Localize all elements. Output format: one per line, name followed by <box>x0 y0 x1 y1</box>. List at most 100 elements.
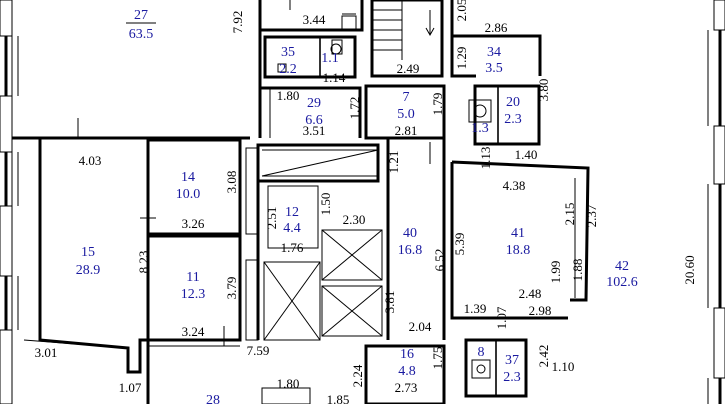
dim-2-48: 2.48 <box>519 286 542 301</box>
room-labels: 27 63.5 35 2.2 1.1 29 6.6 7 5.0 34 3.5 2… <box>76 8 638 404</box>
room-number: 12 <box>285 205 299 220</box>
room-area: 3.5 <box>485 61 503 76</box>
dim-3-01: 3.01 <box>35 345 58 360</box>
dim-1-50: 1.50 <box>318 193 333 216</box>
room-number: 42 <box>615 259 629 274</box>
room-area: 16.8 <box>398 243 423 258</box>
dim-3-81: 3.81 <box>382 291 397 314</box>
room-27: 27 63.5 <box>126 8 156 42</box>
room-area: 28.9 <box>76 263 101 278</box>
room-area: 63.5 <box>129 27 154 42</box>
room-28: 28 <box>206 393 220 404</box>
room-41: 41 18.8 <box>506 226 531 258</box>
dim-7-59: 7.59 <box>247 343 270 358</box>
dim-2-05: 2.05 <box>454 0 469 21</box>
room-number: 20 <box>506 95 520 110</box>
room-number: 41 <box>511 226 525 241</box>
room-number: 14 <box>181 170 195 185</box>
dim-3-26: 3.26 <box>182 216 205 231</box>
room-14: 14 10.0 <box>176 170 201 202</box>
dim-3-80: 3.80 <box>536 79 551 102</box>
dim-3-08: 3.08 <box>224 171 239 194</box>
room-area: 1.1 <box>321 51 339 66</box>
room-area: 18.8 <box>506 243 531 258</box>
dim-1-79: 1.79 <box>430 93 445 116</box>
dim-1-99: 1.99 <box>548 261 563 284</box>
room-35: 35 2.2 <box>279 45 297 77</box>
dim-1-88: 1.88 <box>570 259 585 282</box>
dim-20-60: 20.60 <box>682 255 697 284</box>
dim-1-85: 1.85 <box>327 392 350 404</box>
room-area: 1.3 <box>471 121 489 136</box>
dim-1-72: 1.72 <box>347 97 362 120</box>
room-area: 5.0 <box>397 107 415 122</box>
room-15: 15 28.9 <box>76 245 101 278</box>
dim-1-40: 1.40 <box>515 147 538 162</box>
room-21: 1.3 <box>471 121 489 136</box>
room-area: 102.6 <box>606 275 638 290</box>
dim-1-76: 1.76 <box>281 240 304 255</box>
room-area: 6.6 <box>305 113 323 128</box>
dim-3-51: 3.51 <box>303 123 326 138</box>
dim-4-38: 4.38 <box>503 178 526 193</box>
room-number: 40 <box>403 226 417 241</box>
dim-4-03: 4.03 <box>79 153 102 168</box>
room-area: 2.3 <box>504 112 522 127</box>
dim-1-29: 1.29 <box>454 47 469 70</box>
dim-1-07-left: 1.07 <box>119 380 142 395</box>
room-area: 4.4 <box>283 221 301 236</box>
dim-2-98: 2.98 <box>529 303 552 318</box>
room-number: 29 <box>307 96 321 111</box>
dim-1-10: 1.10 <box>552 359 575 374</box>
dim-1-39: 1.39 <box>464 301 487 316</box>
room-number: 7 <box>403 90 410 105</box>
room-12: 12 4.4 <box>283 205 301 236</box>
dim-1-07-right: 1.07 <box>494 306 509 329</box>
dim-1-75: 1.75 <box>430 347 445 370</box>
dim-2-37: 2.37 <box>584 204 599 227</box>
dim-2-04: 2.04 <box>409 319 432 334</box>
room-40: 40 16.8 <box>398 226 423 258</box>
room-number: 27 <box>134 8 148 23</box>
dim-1-14: 1.14 <box>323 70 346 85</box>
dim-2-51: 2.51 <box>264 207 279 230</box>
dim-2-73: 2.73 <box>395 380 418 395</box>
room-number: 35 <box>281 45 295 60</box>
room-area: 2.2 <box>279 62 297 77</box>
dim-3-24: 3.24 <box>182 324 205 339</box>
dimension-labels: 7.92 3.44 2.05 2.86 1.29 1.14 1.80 1.72 … <box>35 0 697 404</box>
dim-6-52: 6.52 <box>432 249 447 272</box>
dim-8-23: 8.23 <box>136 251 151 274</box>
room-11: 11 12.3 <box>181 270 206 302</box>
dim-2-81: 2.81 <box>395 123 418 138</box>
dim-2-86: 2.86 <box>485 20 508 35</box>
room-29: 29 6.6 <box>305 96 323 128</box>
room-area: 10.0 <box>176 187 201 202</box>
room-16: 16 4.8 <box>398 347 416 379</box>
room-number: 28 <box>206 393 220 404</box>
dim-3-79: 3.79 <box>224 277 239 300</box>
room-42: 42 102.6 <box>606 259 638 290</box>
room-area: 2.3 <box>503 370 521 385</box>
dim-2-24: 2.24 <box>350 364 365 387</box>
dim-2-30: 2.30 <box>343 212 366 227</box>
room-8: 8 <box>478 345 485 360</box>
dim-7-92: 7.92 <box>230 11 245 34</box>
dim-5-39: 5.39 <box>452 233 467 256</box>
room-area: 4.8 <box>398 364 416 379</box>
room-number: 37 <box>505 353 519 368</box>
dim-1-21: 1.21 <box>386 151 401 174</box>
dim-1-13: 1.13 <box>478 147 493 170</box>
room-number: 34 <box>487 45 501 60</box>
dim-1-80-bottom: 1.80 <box>277 376 300 391</box>
room-36: 1.1 <box>321 51 339 66</box>
room-34: 34 3.5 <box>485 45 503 76</box>
room-7: 7 5.0 <box>397 90 415 122</box>
room-37: 37 2.3 <box>503 353 521 385</box>
room-number: 8 <box>478 345 485 360</box>
room-number: 16 <box>400 347 414 362</box>
dim-2-15: 2.15 <box>562 203 577 226</box>
room-number: 15 <box>81 245 95 260</box>
